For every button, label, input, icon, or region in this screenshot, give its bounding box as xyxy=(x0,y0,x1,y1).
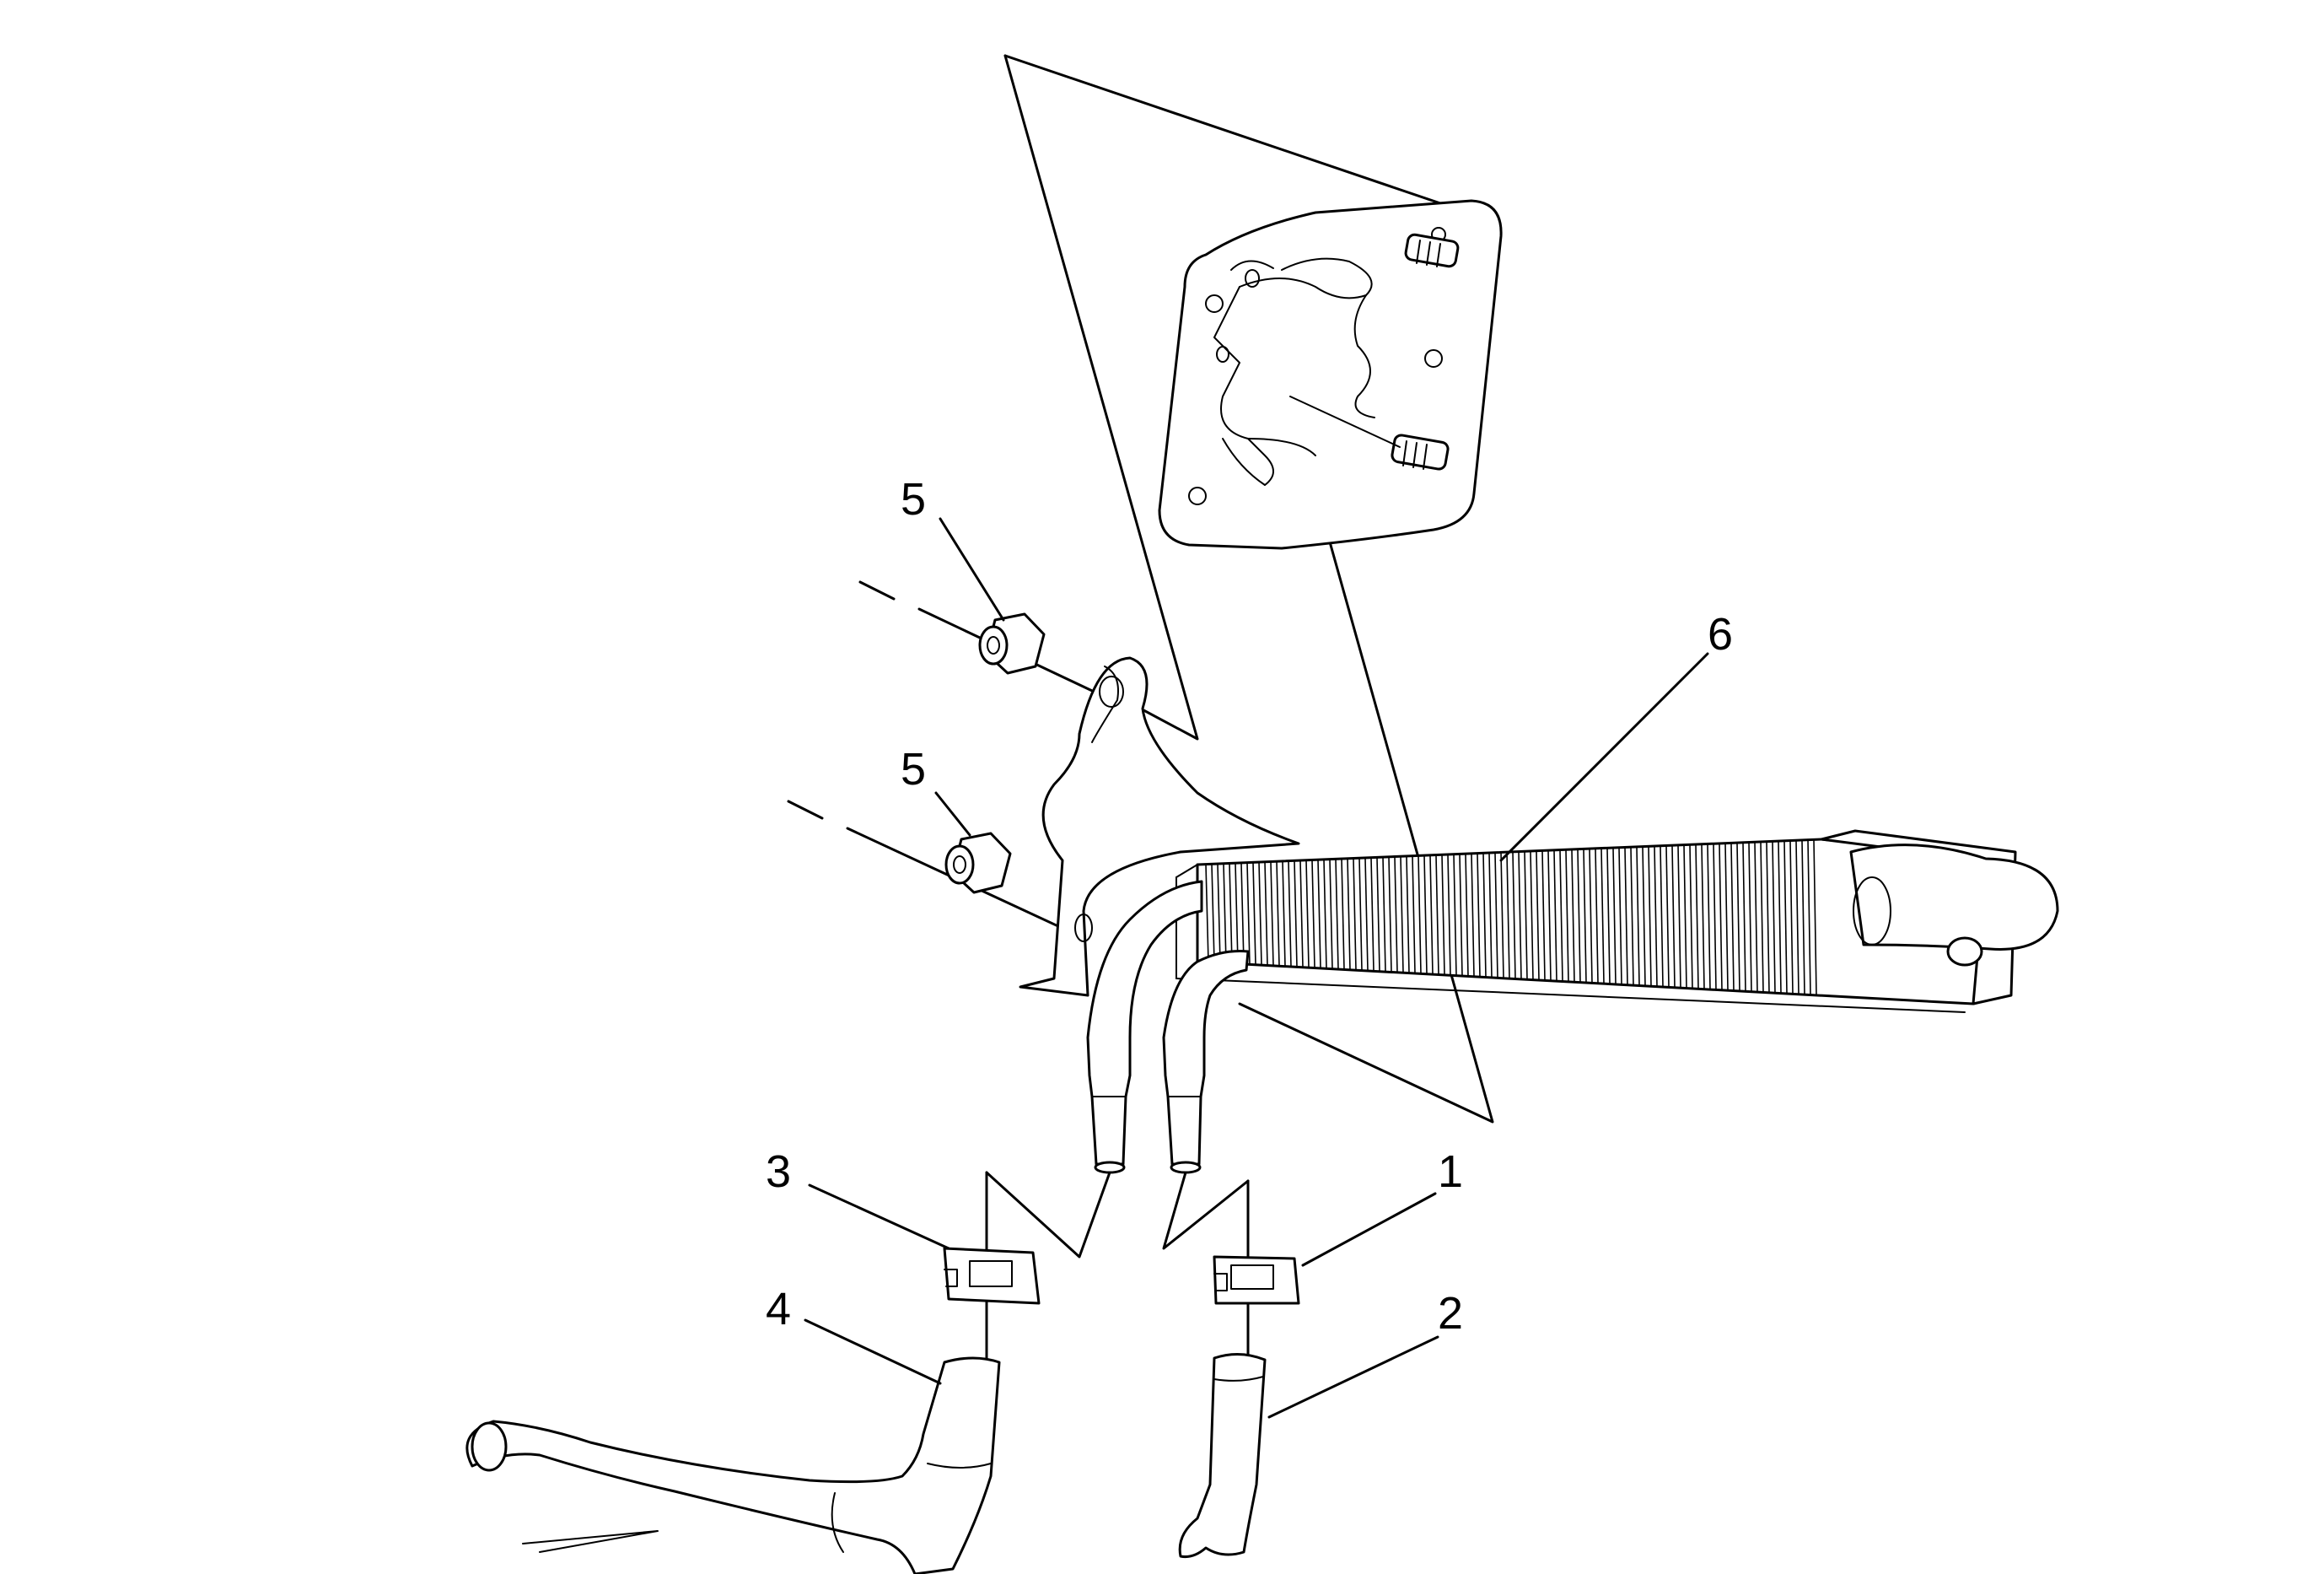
callout-label-5-lower: 5 xyxy=(901,744,926,795)
heater-core xyxy=(1175,829,2059,1013)
hose-clamp-right xyxy=(1213,1255,1300,1305)
callout-label-4: 4 xyxy=(766,1284,791,1334)
heater-core-pipes xyxy=(1086,880,1250,1174)
mounting-stud xyxy=(1289,233,1460,471)
callout-label-3: 3 xyxy=(766,1146,791,1197)
spring-clip xyxy=(1213,257,1375,486)
nut-alignment-lines xyxy=(787,580,1106,940)
callout-leaders xyxy=(804,517,1709,1419)
callout-label-2: 2 xyxy=(1438,1288,1463,1339)
heater-core-fins xyxy=(1205,839,1817,995)
heater-hose-inlet xyxy=(1178,1353,1267,1558)
hose-clamp-left xyxy=(943,1247,1041,1305)
view-indicator-outline xyxy=(1003,54,1494,1124)
nut-lower xyxy=(944,832,1012,894)
callout-label-6: 6 xyxy=(1708,609,1733,660)
heater-hose-outlet xyxy=(465,1356,1001,1574)
heater-bracket xyxy=(1019,656,1300,997)
nut-upper xyxy=(978,612,1046,675)
callout-label-1: 1 xyxy=(1438,1146,1463,1197)
callout-label-5-upper: 5 xyxy=(901,474,926,525)
